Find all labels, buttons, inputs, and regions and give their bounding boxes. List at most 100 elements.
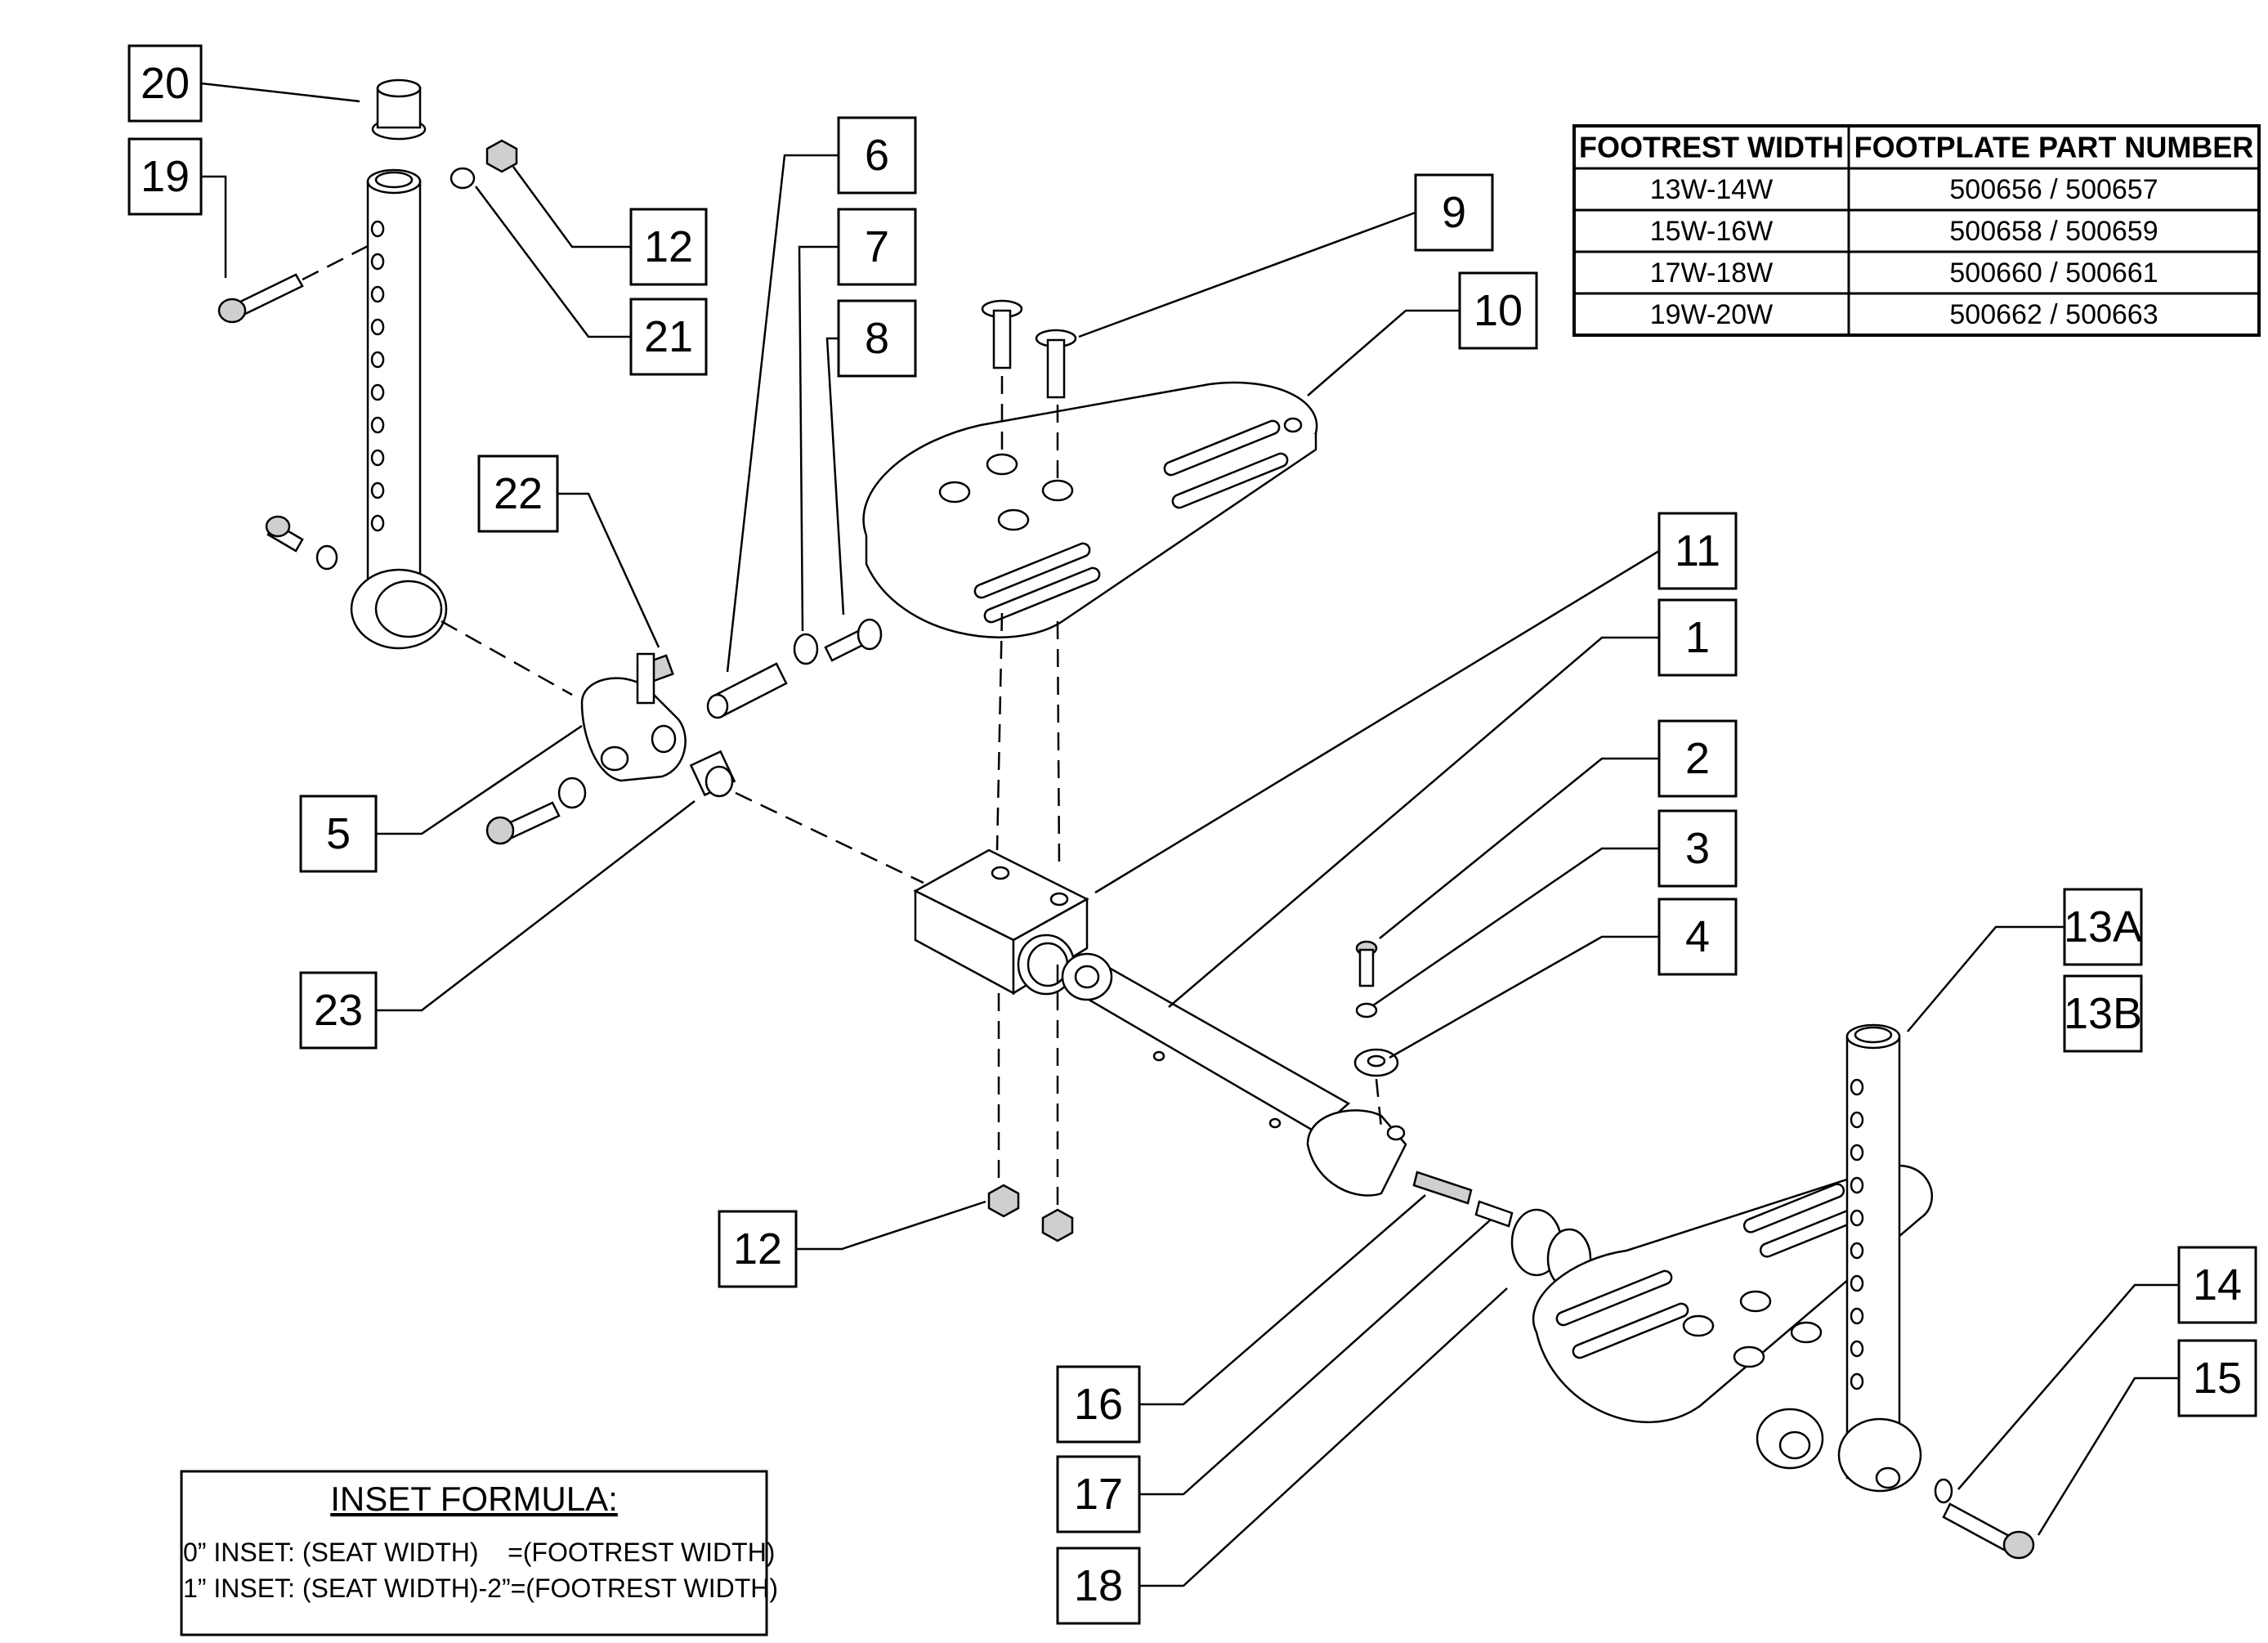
table-header-footrest-width: FOOTREST WIDTH xyxy=(1579,131,1844,164)
callout-3: 3 xyxy=(1657,809,1738,888)
callout-19: 19 xyxy=(127,137,203,216)
part-14-washer xyxy=(1934,1478,1953,1504)
part-18-hinge xyxy=(1510,1208,1592,1290)
svg-text:10: 10 xyxy=(1474,286,1523,335)
footplate-part-number-table: FOOTREST WIDTH FOOTPLATE PART NUMBER 13W… xyxy=(1572,124,2261,337)
part-2-bolt xyxy=(1355,940,1378,987)
part-6-pin xyxy=(706,662,788,719)
svg-text:4: 4 xyxy=(1685,912,1710,961)
part-10-footplate-upper xyxy=(862,381,1318,638)
table-cell: 500662 / 500663 xyxy=(1949,299,2158,330)
svg-text:13A: 13A xyxy=(2064,902,2142,951)
part-21-washer xyxy=(450,167,476,190)
svg-text:14: 14 xyxy=(2193,1260,2242,1309)
part-19-bolt xyxy=(217,273,304,324)
footplate-lower xyxy=(1532,1164,1934,1424)
collar-bolt xyxy=(265,515,338,571)
svg-text:5: 5 xyxy=(326,809,351,858)
callout-6: 6 xyxy=(837,116,917,195)
callout-4: 4 xyxy=(1657,898,1738,976)
part-12-nut-lower-a xyxy=(987,1184,1020,1218)
svg-text:6: 6 xyxy=(865,131,889,180)
svg-text:16: 16 xyxy=(1074,1380,1123,1429)
callout-12-lower: 12 xyxy=(718,1210,798,1288)
svg-text:12: 12 xyxy=(644,222,693,271)
svg-text:13B: 13B xyxy=(2064,989,2142,1038)
svg-text:15: 15 xyxy=(2193,1354,2242,1403)
table-cell: 500660 / 500661 xyxy=(1949,257,2158,289)
table-cell: 500656 / 500657 xyxy=(1949,174,2158,205)
svg-text:2: 2 xyxy=(1685,734,1710,783)
table-cell: 19W-20W xyxy=(1650,299,1774,330)
callout-21: 21 xyxy=(629,298,708,376)
inset-formula-line-0: 0” INSET: (SEAT WIDTH) =(FOOTREST WIDTH) xyxy=(183,1538,775,1567)
part-20-cap xyxy=(371,78,427,141)
svg-text:19: 19 xyxy=(141,152,190,201)
leader-lines xyxy=(200,82,2179,1587)
parts-drawing xyxy=(217,78,2035,1560)
callout-1: 1 xyxy=(1657,598,1738,677)
callout-8: 8 xyxy=(837,299,917,378)
part-15-bolt xyxy=(1942,1502,2035,1560)
hinge-lower-bolt xyxy=(485,777,587,845)
table-cell: 17W-18W xyxy=(1650,257,1774,289)
inset-formula-box: INSET FORMULA: 0” INSET: (SEAT WIDTH) =(… xyxy=(180,1470,778,1636)
svg-text:11: 11 xyxy=(1675,526,1720,575)
callout-18: 18 xyxy=(1056,1547,1141,1625)
svg-text:12: 12 xyxy=(733,1224,782,1274)
svg-text:18: 18 xyxy=(1074,1561,1123,1610)
table-cell: 13W-14W xyxy=(1650,174,1774,205)
part-9-screws xyxy=(981,299,1077,399)
callout-11: 11 xyxy=(1657,512,1738,590)
callout-14: 14 xyxy=(2177,1246,2257,1324)
svg-text:22: 22 xyxy=(494,469,543,518)
callout-7: 7 xyxy=(837,208,917,286)
part-4-spacer xyxy=(1353,1048,1399,1077)
callout-12-top: 12 xyxy=(629,208,708,286)
svg-text:17: 17 xyxy=(1074,1470,1123,1519)
callout-17: 17 xyxy=(1056,1455,1141,1533)
tube-adjust-holes xyxy=(370,220,385,532)
tube-adjust-holes-right xyxy=(1850,1078,1864,1390)
svg-text:21: 21 xyxy=(644,312,693,361)
svg-text:3: 3 xyxy=(1685,824,1710,873)
callout-5: 5 xyxy=(299,795,378,873)
callout-10: 10 xyxy=(1458,271,1538,350)
callout-16: 16 xyxy=(1056,1365,1141,1444)
callout-23: 23 xyxy=(299,971,378,1050)
part-12-nut-lower-b xyxy=(1041,1208,1074,1242)
part-1-main-tube xyxy=(1061,952,1351,1134)
lower-hinge-assembly xyxy=(1756,1408,1824,1470)
part-23-bushing xyxy=(689,750,736,798)
inset-formula-title: INSET FORMULA: xyxy=(330,1480,618,1518)
part-17-pin xyxy=(1474,1200,1514,1228)
table-header-footplate-part-number: FOOTPLATE PART NUMBER xyxy=(1854,131,2254,164)
part-3-washer xyxy=(1355,1002,1378,1018)
svg-text:20: 20 xyxy=(141,59,190,108)
callout-15: 15 xyxy=(2177,1339,2257,1417)
part-12-nut-top xyxy=(485,139,518,173)
callout-9: 9 xyxy=(1414,173,1494,252)
part-13A-tube xyxy=(1837,1023,1922,1493)
callout-2: 2 xyxy=(1657,719,1738,798)
table-cell: 500658 / 500659 xyxy=(1949,216,2158,247)
tube-end-fitting xyxy=(1306,1109,1407,1197)
table-cell: 15W-16W xyxy=(1650,216,1774,247)
callout-20: 20 xyxy=(127,44,203,123)
callout-22: 22 xyxy=(477,454,559,533)
part-11-clamp-block xyxy=(913,848,1089,996)
svg-text:1: 1 xyxy=(1685,613,1710,662)
part-7-washer xyxy=(793,633,819,665)
callout-13B: 13B xyxy=(2063,974,2143,1053)
svg-text:9: 9 xyxy=(1442,188,1466,237)
part-16-spring xyxy=(1412,1171,1473,1205)
part-5-hinge-clamp xyxy=(580,652,687,782)
svg-text:8: 8 xyxy=(865,314,889,363)
svg-text:23: 23 xyxy=(314,986,363,1035)
left-height-tube xyxy=(350,168,448,650)
inset-formula-line-1: 1” INSET: (SEAT WIDTH)-2”=(FOOTREST WIDT… xyxy=(183,1574,778,1603)
callouts: 20 19 12 21 6 7 8 9 xyxy=(127,44,2257,1625)
svg-text:7: 7 xyxy=(865,222,889,271)
callout-13A: 13A xyxy=(2063,888,2143,966)
